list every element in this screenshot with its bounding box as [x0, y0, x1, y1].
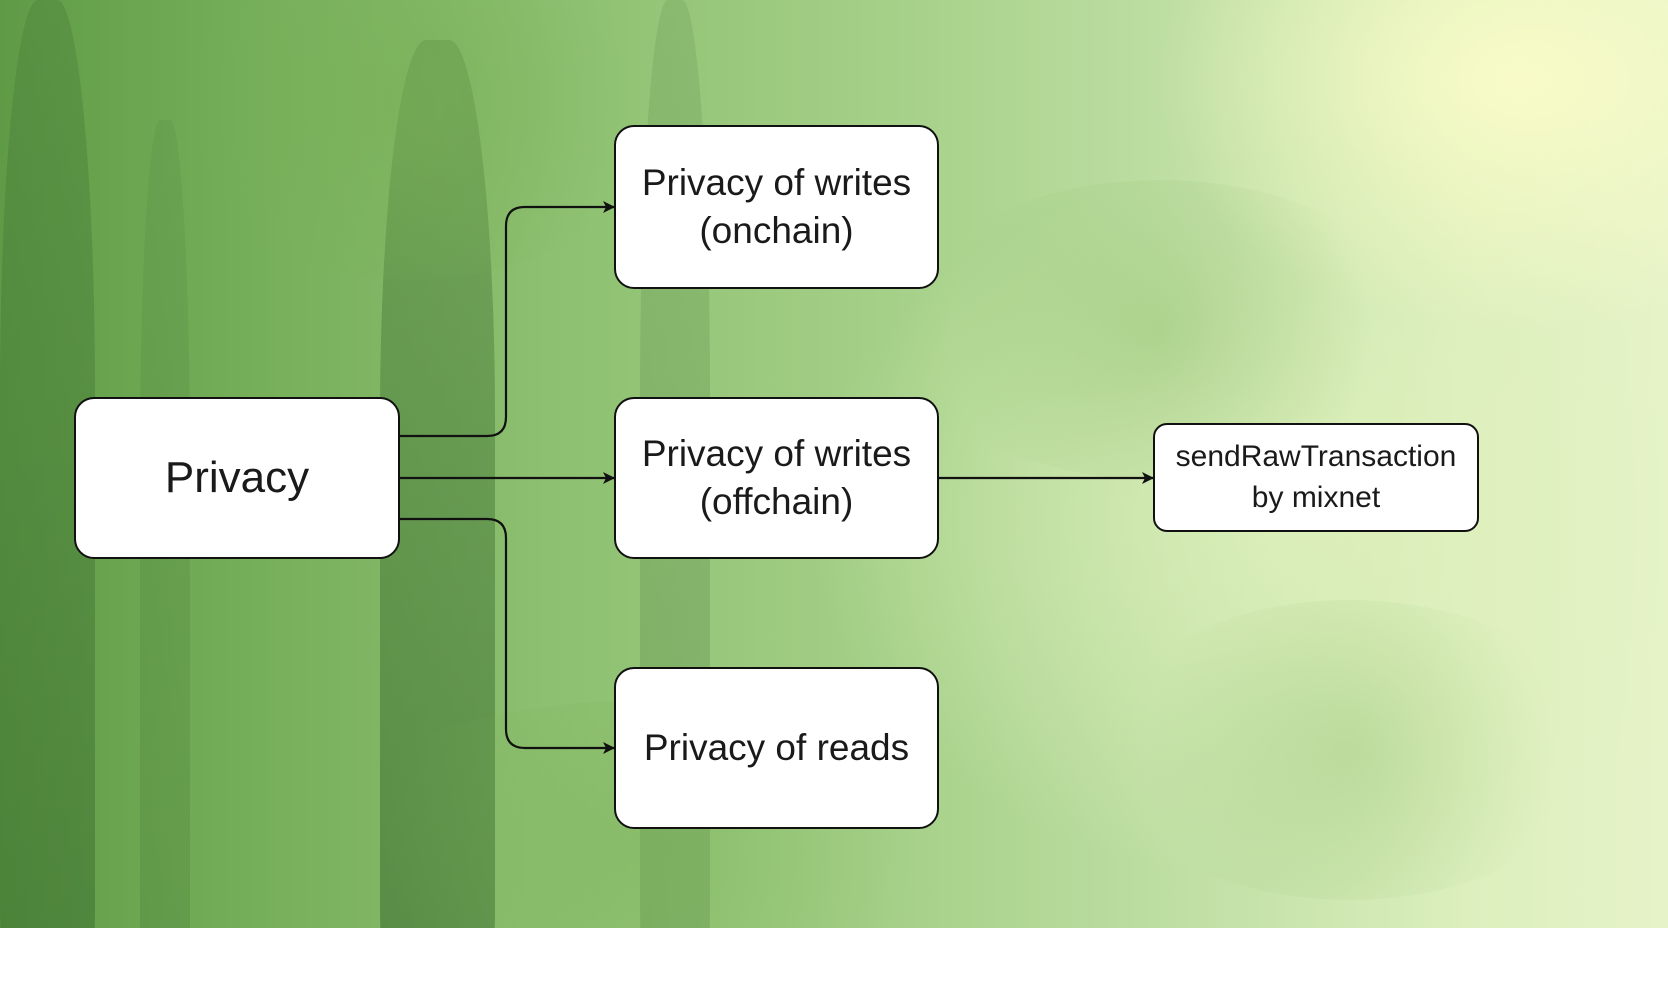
edge-privacy-to-reads	[400, 517, 615, 754]
bottom-margin	[0, 928, 1668, 984]
node-privacy: Privacy	[74, 397, 400, 559]
node-privacy-of-writes-onchain: Privacy of writes (onchain)	[614, 125, 939, 289]
node-privacy-of-writes-offchain: Privacy of writes (offchain)	[614, 397, 939, 559]
node-sendrawtransaction-by-mixnet: sendRawTransaction by mixnet	[1153, 423, 1479, 532]
edge-privacy-to-writes-onchain	[400, 201, 615, 438]
node-privacy-of-reads: Privacy of reads	[614, 667, 939, 829]
